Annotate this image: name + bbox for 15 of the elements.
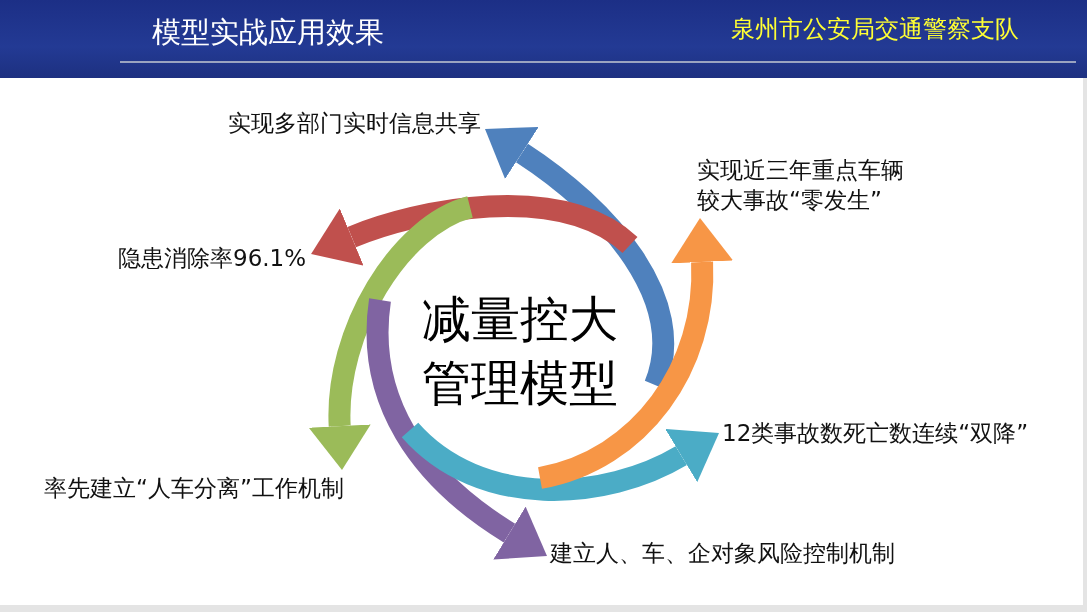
center-text: 减量控大管理模型 <box>420 288 620 416</box>
outcome-text: 率先建立“人车分离”工作机制 <box>44 473 344 503</box>
curved-arrow <box>308 196 474 471</box>
curved-arrow <box>402 422 721 501</box>
curved-arrow <box>366 298 547 559</box>
outcome-text: 12类事故数死亡数连续“双降” <box>722 418 1029 448</box>
agency-name: 泉州市公安局交通警察支队 <box>731 14 1019 45</box>
outcome-text: 实现多部门实时信息共享 <box>228 108 481 138</box>
slide-title: 模型实战应用效果 <box>152 14 384 50</box>
outcome-text: 隐患消除率96.1% <box>118 243 307 273</box>
curved-arrow <box>537 217 734 489</box>
curved-arrow <box>310 195 637 267</box>
curved-arrow <box>485 127 675 389</box>
outcome-text: 建立人、车、企对象风险控制机制 <box>550 538 895 568</box>
outcome-text: 实现近三年重点车辆较大事故“零发生” <box>697 155 909 215</box>
